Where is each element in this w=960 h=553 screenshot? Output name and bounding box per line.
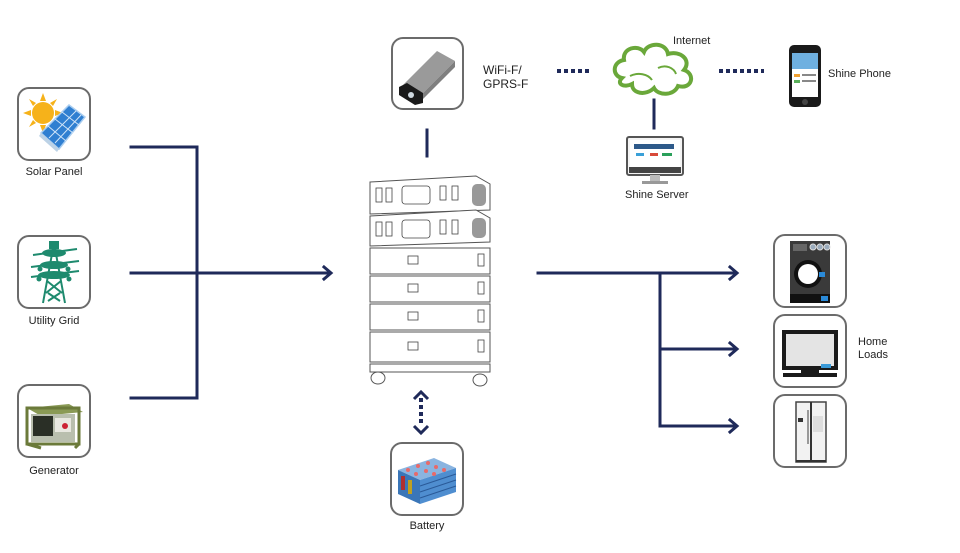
utility-grid-node[interactable] bbox=[17, 235, 91, 309]
arrow-battery-up bbox=[412, 389, 430, 401]
datalogger-label: WiFi-F/ GPRS-F bbox=[483, 63, 528, 91]
battery-label: Battery bbox=[409, 520, 445, 532]
battery-icon bbox=[398, 458, 457, 504]
cloud-icon bbox=[612, 42, 694, 96]
datalogger-label-line2: GPRS-F bbox=[483, 77, 529, 91]
generator-icon bbox=[25, 404, 83, 450]
internet-label: Internet bbox=[673, 35, 711, 47]
generator-label: Generator bbox=[29, 465, 79, 477]
home-loads-label: Home Loads bbox=[858, 336, 888, 362]
home-loads-label-line1: Home bbox=[858, 336, 888, 348]
washer-node[interactable] bbox=[773, 234, 847, 308]
home-loads-label-line2: Loads bbox=[858, 349, 888, 361]
television-icon bbox=[782, 330, 838, 377]
smartphone-icon bbox=[789, 45, 821, 107]
arrow-fridge bbox=[727, 417, 740, 435]
arrow-tv bbox=[727, 340, 740, 358]
battery-node[interactable] bbox=[390, 442, 464, 516]
washing-machine-icon bbox=[790, 241, 831, 303]
tv-node[interactable] bbox=[773, 314, 847, 388]
server-node[interactable] bbox=[626, 136, 684, 186]
arrow-battery-down bbox=[412, 424, 430, 436]
solar-panel-icon bbox=[23, 93, 87, 152]
datalogger-node[interactable] bbox=[391, 37, 464, 110]
monitor-icon bbox=[626, 136, 684, 184]
datalogger-label-line1: WiFi-F/ bbox=[483, 63, 522, 77]
server-label: Shine Server bbox=[625, 189, 689, 201]
arrow-to-stack bbox=[321, 264, 334, 282]
fridge-node[interactable] bbox=[773, 394, 847, 468]
utility-grid-label: Utility Grid bbox=[28, 315, 80, 327]
inverter-stack-node[interactable] bbox=[368, 170, 492, 392]
generator-node[interactable] bbox=[17, 384, 91, 458]
internet-node[interactable] bbox=[608, 38, 700, 100]
solar-panel-label: Solar Panel bbox=[25, 166, 83, 178]
wire-loads-bus bbox=[658, 271, 738, 428]
inverter-battery-stack-icon bbox=[369, 175, 491, 387]
phone-label: Shine Phone bbox=[828, 68, 891, 80]
phone-node[interactable] bbox=[788, 44, 822, 108]
datalogger-dongle-icon bbox=[399, 51, 455, 105]
solar-panel-node[interactable] bbox=[17, 87, 91, 161]
utility-grid-icon bbox=[30, 241, 80, 304]
arrow-washer bbox=[727, 264, 740, 282]
refrigerator-icon bbox=[795, 401, 827, 463]
